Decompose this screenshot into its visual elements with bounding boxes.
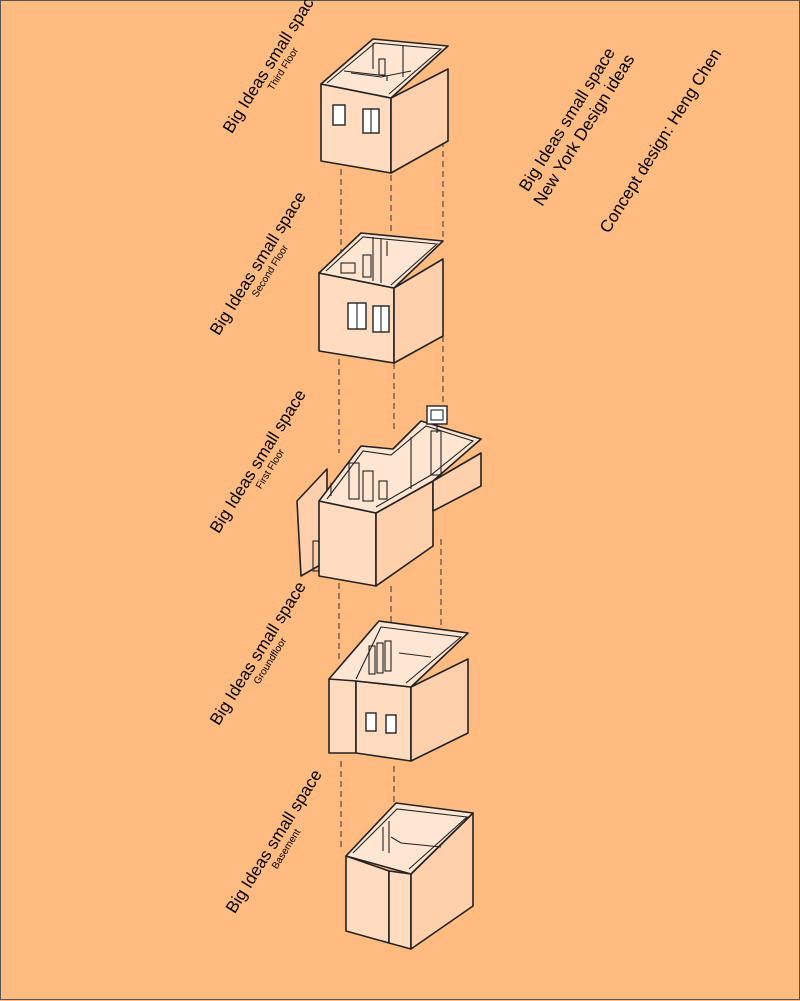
basement-model xyxy=(345,802,474,950)
alignment-guides xyxy=(338,141,444,851)
third-floor-model xyxy=(320,38,449,174)
groundfloor-model xyxy=(328,620,469,762)
second-floor-model xyxy=(318,232,444,364)
first-floor-model xyxy=(296,405,482,587)
